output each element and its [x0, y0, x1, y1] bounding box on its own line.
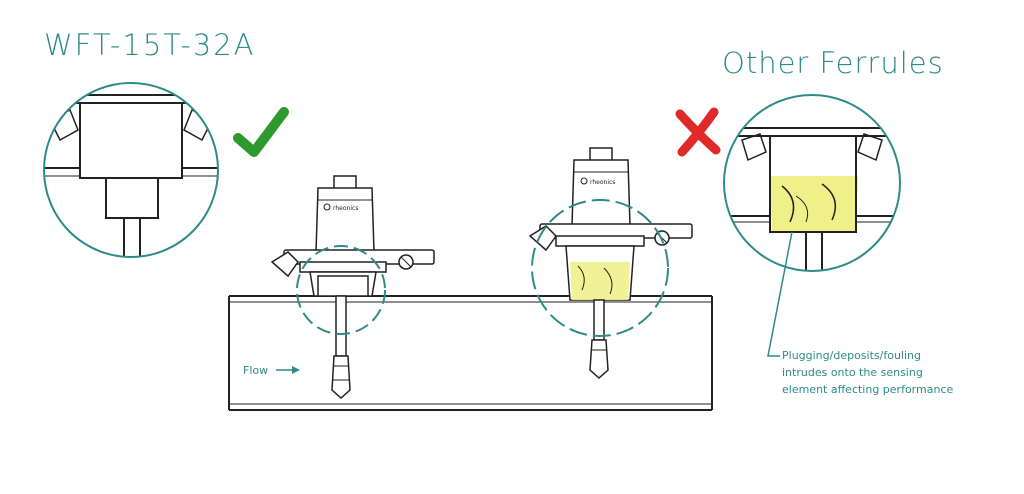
recessed-detail-marker [531, 199, 669, 337]
note-line: element affecting performance [782, 383, 954, 396]
recessed-probe [577, 265, 613, 380]
flush-detail-circle [43, 82, 219, 258]
flow-arrow [276, 366, 300, 374]
other-ferrules-title: Other Ferrules [722, 46, 944, 80]
note-leader-line [767, 231, 793, 357]
flush-detail-view [44, 94, 218, 257]
recessed-fouling-highlight [570, 262, 630, 300]
check-icon [233, 107, 289, 157]
note-line: intrudes onto the sensing [782, 366, 923, 379]
cross-icon [675, 107, 721, 157]
wft-title: WFT-15T-32A [44, 28, 256, 62]
recessed-detail-circle [723, 94, 901, 272]
flush-detail-marker [296, 245, 386, 335]
note-line: Plugging/deposits/fouling [782, 349, 921, 362]
recessed-detail-view [724, 127, 900, 271]
svg-text:rheonics: rheonics [590, 179, 615, 186]
svg-text:rheonics: rheonics [333, 205, 358, 212]
flow-label: Flow [243, 364, 269, 377]
pipe [228, 295, 713, 411]
flush-sensor: rheonics [270, 175, 435, 400]
